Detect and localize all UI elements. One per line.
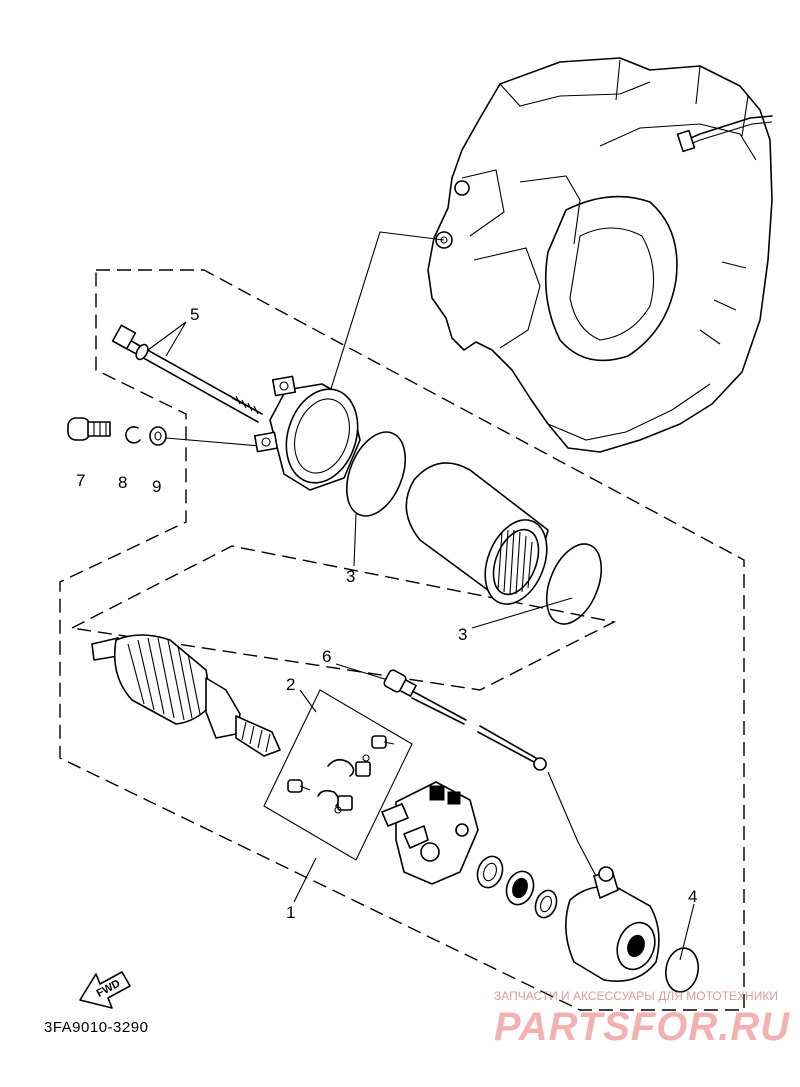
part-label-8: 8 bbox=[118, 473, 127, 492]
catalog-code: 3FA9010-3290 bbox=[44, 1019, 148, 1036]
brush-set bbox=[263, 689, 413, 861]
armature bbox=[91, 634, 281, 757]
forward-arrow bbox=[79, 971, 131, 1009]
part-label-3b: 3 bbox=[458, 625, 467, 644]
watermark-logo: PARTSFOR.RU bbox=[494, 1005, 790, 1049]
part-labels: 5 7 8 9 3 3 6 2 1 4 bbox=[76, 305, 697, 922]
o-rings bbox=[345, 431, 603, 625]
leader-lines bbox=[147, 231, 695, 961]
part-label-2: 2 bbox=[286, 675, 295, 694]
part-label-9: 9 bbox=[152, 477, 161, 496]
part-label-6: 6 bbox=[322, 647, 331, 666]
part-label-5: 5 bbox=[190, 305, 199, 324]
small-fasteners bbox=[67, 417, 167, 446]
brush-holder-plate bbox=[381, 781, 479, 885]
o-ring-small bbox=[664, 947, 700, 993]
assembly-boundary bbox=[59, 269, 745, 1011]
part-label-1: 1 bbox=[286, 903, 295, 922]
part-label-7: 7 bbox=[76, 471, 85, 490]
crankcase-outline bbox=[427, 57, 773, 453]
part-label-3a: 3 bbox=[346, 567, 355, 586]
watermark-tagline: ЗАПЧАСТИ И АКСЕССУАРЫ ДЛЯ МОТОТЕХНИКИ bbox=[494, 989, 778, 1003]
seals-and-bearing bbox=[476, 855, 558, 919]
rear-cover bbox=[565, 866, 660, 982]
yoke-housing bbox=[405, 462, 549, 605]
terminal-bolt bbox=[383, 669, 547, 771]
front-cover bbox=[253, 375, 361, 491]
through-bolts bbox=[111, 324, 263, 423]
part-label-4: 4 bbox=[688, 887, 697, 906]
